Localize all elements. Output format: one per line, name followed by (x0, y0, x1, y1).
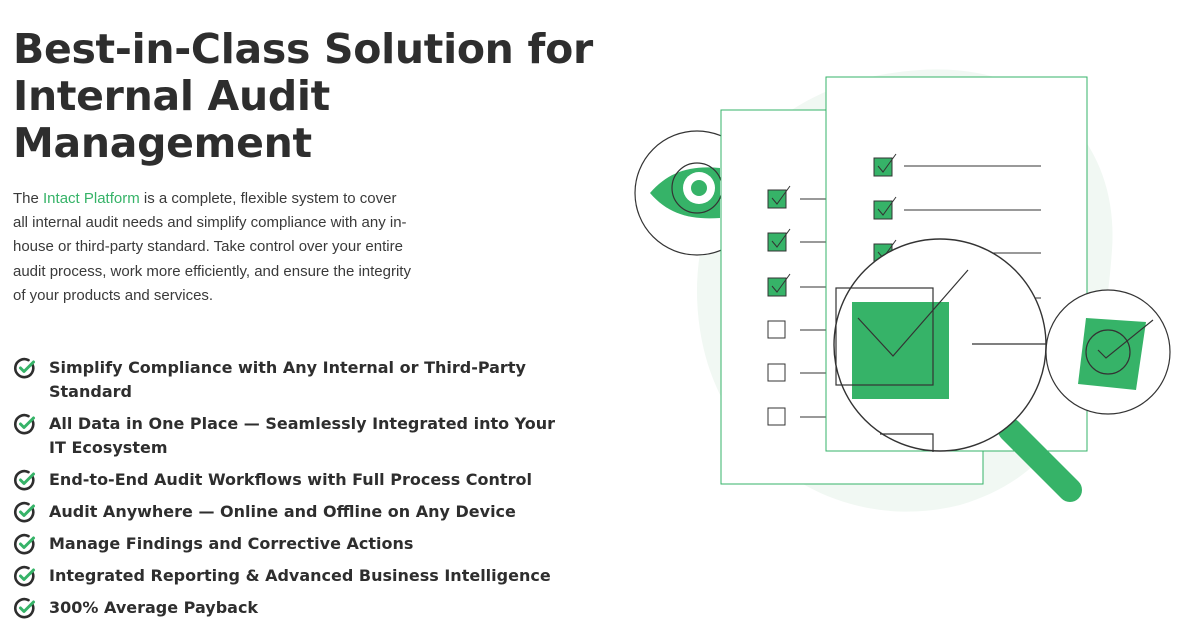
hero-content: Best-in-Class Solution for Internal Audi… (13, 26, 613, 308)
intact-platform-link[interactable]: Intact Platform (43, 190, 140, 207)
circle-check-icon (14, 413, 35, 435)
magnifying-glass-icon (833, 238, 1082, 502)
page-title: Best-in-Class Solution for Internal Audi… (13, 26, 593, 167)
feature-text: Integrated Reporting & Advanced Business… (49, 566, 551, 585)
title-line-2: Internal Audit (13, 72, 330, 120)
circle-check-icon (14, 565, 35, 587)
circle-check-icon (14, 501, 35, 523)
feature-text: Simplify Compliance with Any Internal or… (49, 358, 526, 401)
feature-text: All Data in One Place — Seamlessly Integ… (49, 414, 556, 457)
feature-text: 300% Average Payback (49, 598, 259, 617)
circle-check-icon (14, 469, 35, 491)
circle-check-icon (14, 357, 35, 379)
title-line-3: Management (13, 119, 312, 167)
feature-item: Simplify Compliance with Any Internal or… (13, 356, 573, 404)
feature-text: End-to-End Audit Workflows with Full Pro… (49, 470, 532, 489)
feature-item: 300% Average Payback (13, 596, 573, 620)
feature-list: Simplify Compliance with Any Internal or… (13, 356, 573, 628)
feature-item: Manage Findings and Corrective Actions (13, 532, 573, 556)
feature-text: Audit Anywhere — Online and Offline on A… (49, 502, 516, 521)
feature-item: Audit Anywhere — Online and Offline on A… (13, 500, 573, 524)
circle-check-icon (14, 597, 35, 619)
hero-description: The Intact Platform is a complete, flexi… (13, 187, 413, 308)
feature-item: Integrated Reporting & Advanced Business… (13, 564, 573, 588)
desc-suffix: is a complete, flexible system to cover … (13, 190, 411, 304)
feature-text: Manage Findings and Corrective Actions (49, 534, 414, 553)
desc-prefix: The (13, 190, 44, 207)
check-badge-icon (1045, 289, 1171, 415)
title-line-1: Best-in-Class Solution for (13, 25, 593, 73)
circle-check-icon (14, 533, 35, 555)
feature-item: All Data in One Place — Seamlessly Integ… (13, 412, 573, 460)
feature-item: End-to-End Audit Workflows with Full Pro… (13, 468, 573, 492)
audit-illustration (634, 69, 1171, 512)
